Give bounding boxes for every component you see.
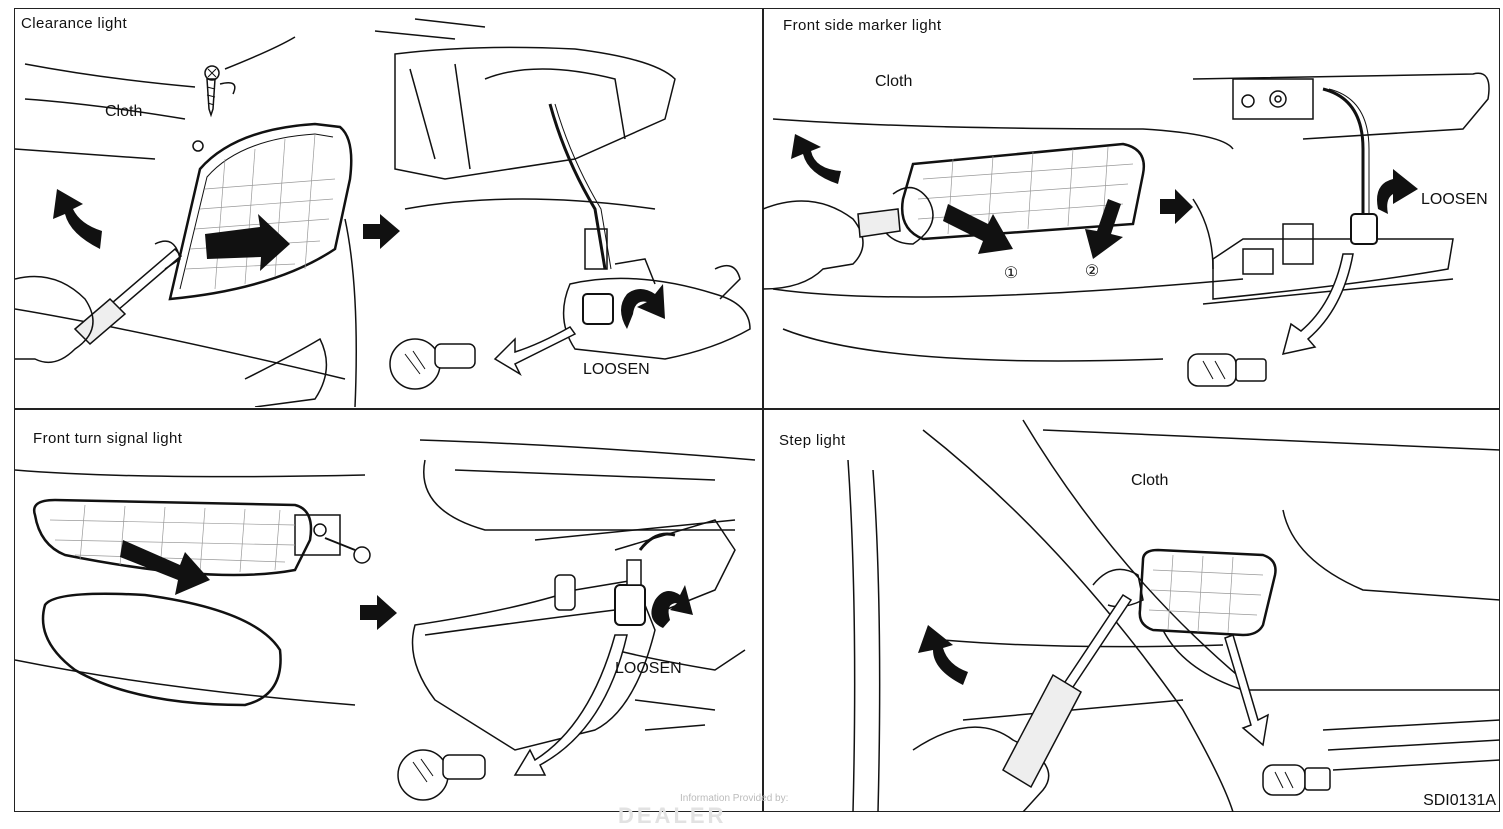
- bulb-icon: [1262, 764, 1331, 796]
- direction-arrow-icon: [120, 540, 210, 595]
- lens-outline: [168, 122, 353, 301]
- cloth-label: Cloth: [1131, 472, 1169, 489]
- horizontal-divider: [15, 408, 1499, 410]
- diagram-frame: Clearance light: [14, 8, 1500, 812]
- cloth-label: Cloth: [105, 103, 143, 120]
- loosen-label: LOOSEN: [583, 361, 650, 378]
- figure-id: SDI0131A: [1423, 792, 1496, 809]
- screwdriver-icon: [73, 247, 183, 346]
- direction-arrow-icon: [205, 214, 290, 271]
- step-1-marker: ①: [1003, 265, 1019, 282]
- panel-front-side-marker-light: Front side marker light: [763, 9, 1500, 407]
- watermark-logo: DEALER: [618, 803, 727, 828]
- lens-outline: [900, 142, 1146, 241]
- panel-clearance-light: Clearance light: [15, 9, 761, 407]
- direction-arrow-icon: [360, 595, 397, 630]
- panel-title: Front side marker light: [783, 17, 942, 34]
- cloth-label: Cloth: [875, 73, 913, 90]
- step-2-marker: ②: [1084, 263, 1100, 280]
- direction-arrow-icon: [1085, 199, 1123, 259]
- clearance-light-illustration: [15, 18, 751, 407]
- panel-front-turn-signal-light: Front turn signal light: [15, 410, 761, 812]
- curved-arrow-icon: [918, 625, 968, 685]
- curved-arrow-icon: [1377, 169, 1418, 214]
- curved-arrow-icon: [621, 284, 665, 329]
- hand-icon: [15, 240, 181, 364]
- direction-arrow-icon: [1160, 189, 1193, 224]
- curved-arrow-icon: [791, 134, 841, 184]
- panel-step-light: Step light: [763, 410, 1500, 812]
- loosen-label: LOOSEN: [615, 660, 682, 677]
- screw-icon: [204, 65, 236, 118]
- screwdriver-icon: [857, 208, 901, 238]
- bulb-icon: [1187, 353, 1267, 387]
- direction-arrow-icon: [943, 204, 1013, 254]
- lens-outline: [32, 498, 313, 577]
- screwdriver-icon: [1002, 593, 1133, 789]
- bulb-icon: [397, 749, 486, 801]
- panel-title: Clearance light: [21, 15, 128, 32]
- hand-icon: [763, 186, 934, 290]
- panel-title: Front turn signal light: [33, 430, 183, 447]
- direction-arrow-icon: [363, 214, 400, 249]
- side-marker-light-illustration: [763, 72, 1490, 387]
- watermark-text: Information Provided by:: [680, 793, 789, 804]
- lens-outline: [1138, 548, 1277, 637]
- screw-icon: [324, 537, 371, 564]
- curved-arrow-icon: [53, 189, 102, 249]
- step-light-illustration: [847, 419, 1500, 812]
- bulb-icon: [389, 338, 476, 390]
- turn-signal-light-illustration: [15, 439, 756, 801]
- vertical-divider: [762, 9, 764, 811]
- panel-title: Step light: [779, 432, 846, 449]
- curved-arrow-icon: [651, 585, 693, 628]
- loosen-label: LOOSEN: [1421, 191, 1488, 208]
